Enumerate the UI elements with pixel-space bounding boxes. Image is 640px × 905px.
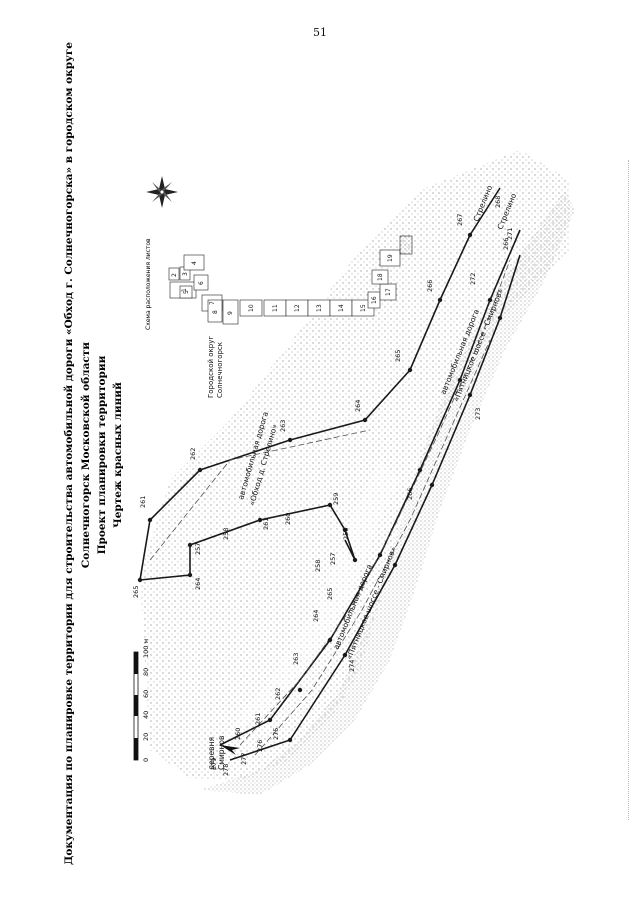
point-label: 257: [329, 553, 337, 565]
document-header: Документация по планировке территории дл…: [63, 42, 124, 865]
page-edge-line: [628, 160, 630, 820]
sheet-6: [193, 274, 209, 291]
sheet-19: [379, 249, 401, 267]
sheet-label: 19: [387, 254, 394, 262]
point-label: 272: [469, 273, 477, 285]
sheet-label: 8: [212, 310, 219, 314]
point-label: 274: [348, 660, 356, 672]
point-label: 266: [502, 238, 510, 250]
sheet-label: 5: [183, 290, 190, 294]
point-label: 258: [222, 528, 230, 540]
point-label: 265: [132, 586, 140, 598]
point-label: 267: [456, 214, 464, 226]
point-label: 279: [210, 758, 218, 770]
point-label: 262: [274, 688, 282, 700]
sheet-label: 7: [209, 301, 216, 305]
point-label: 260: [234, 728, 242, 740]
point-label: 271: [506, 228, 514, 240]
point-markers: [137, 232, 503, 743]
header-line-3: Проект планировки территории: [96, 355, 108, 554]
sheet-label: 17: [385, 288, 392, 296]
bottom-red-line: [229, 254, 521, 761]
point-label: 277: [240, 753, 248, 765]
sheet-5: [179, 285, 193, 299]
point-label: 261: [262, 518, 270, 530]
header-line-2: Солнечногорск Московской области: [80, 342, 92, 568]
point-label: 259: [332, 493, 340, 505]
point-label: 256: [342, 528, 350, 540]
sheet-label: 18: [377, 273, 384, 281]
sheet-label: 6: [198, 281, 205, 285]
sheet-label: 16: [371, 296, 378, 304]
sheet-scheme-title: Схема расположения листов: [145, 238, 152, 330]
sheet-label: 2: [171, 273, 178, 277]
point-label: 261: [139, 496, 147, 508]
sheet-4: [183, 254, 205, 271]
district-label-2: Солнечногорск: [216, 342, 224, 398]
scale-tick-label: 80: [142, 668, 150, 676]
point-label: 260: [284, 513, 292, 525]
sheet-18: [371, 269, 389, 285]
point-label: 265: [394, 350, 402, 362]
point-label: 266: [406, 488, 414, 500]
point-label: 268: [494, 196, 502, 208]
sheet-2: [168, 267, 180, 281]
sheet-10: [239, 299, 263, 317]
point-label: 262: [189, 448, 197, 460]
compass-rose-icon: [146, 176, 178, 208]
point-labels: 265 261 262 263 264 265 266 267 268 266 …: [132, 196, 514, 776]
point-label: 263: [279, 420, 287, 432]
point-label: 263: [292, 653, 300, 665]
village-arrow-icon: [220, 745, 240, 755]
sheet-label: 13: [316, 304, 323, 312]
scale-bar: 0 20 40 60 80 100 м: [133, 639, 150, 762]
point-label: 266: [426, 280, 434, 292]
sheet-label: 15: [360, 304, 367, 312]
base-map-stipple: [140, 150, 575, 795]
sheet-9: [222, 299, 239, 325]
sheet-label: 12: [294, 304, 301, 312]
point-label: 276: [256, 740, 264, 752]
point-label: 264: [312, 610, 320, 622]
inner-red-line: [139, 504, 356, 581]
point-label: 264: [194, 578, 202, 590]
district-label: Городской округ Солнечногорск: [207, 336, 224, 398]
sheet-label: 9: [227, 311, 234, 315]
scale-tick-label: 0: [142, 758, 150, 762]
village-label-2: Смирнов: [217, 736, 226, 770]
sheet-label: 1: [181, 288, 188, 292]
sheet-label: 11: [272, 304, 279, 312]
sheet-label: 3: [182, 272, 189, 276]
scale-tick-label: 40: [142, 711, 150, 719]
point-label: 258: [314, 560, 322, 572]
page-number: 51: [313, 26, 327, 39]
scale-tick-label: 100 м: [142, 639, 150, 658]
road-centerlines: [149, 259, 511, 756]
sheet-layout-scheme: Схема расположения листов 1 2: [145, 235, 413, 330]
point-label: 275: [272, 728, 280, 740]
sheet-label: 14: [338, 304, 345, 312]
district-label-1: Городской округ: [207, 336, 215, 398]
scale-tick-label: 20: [142, 733, 150, 741]
point-label: 278: [222, 764, 230, 776]
lower-red-line: [219, 229, 521, 746]
village-label-1: деревня: [207, 737, 216, 770]
header-line-4: Чертеж красных линий: [112, 382, 124, 528]
sheet-label: 10: [248, 304, 255, 312]
sheet-label: 4: [191, 261, 198, 265]
sheet-8: [207, 299, 223, 323]
point-label: 264: [354, 400, 362, 412]
scale-tick-label: 60: [142, 690, 150, 698]
sheet-current: [399, 235, 413, 255]
village-label: деревня Смирнов: [207, 736, 240, 770]
header-line-1: Документация по планировке территории дл…: [63, 42, 75, 865]
point-label: 265: [326, 588, 334, 600]
point-label: 273: [474, 408, 482, 420]
point-label: 261: [254, 713, 262, 725]
point-label: 257: [194, 543, 202, 555]
